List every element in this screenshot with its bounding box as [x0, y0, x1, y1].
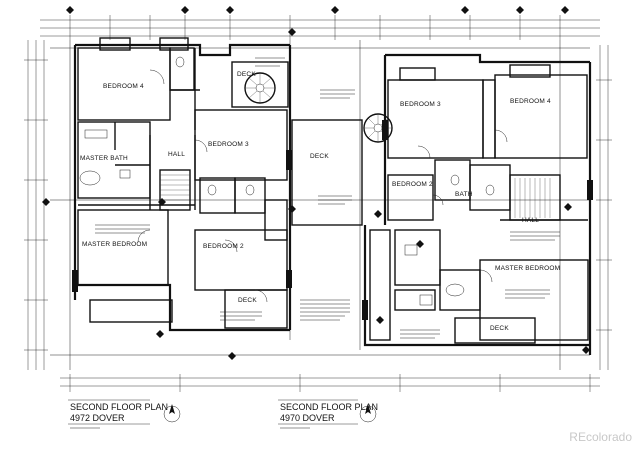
title-block-right: SECOND FLOOR PLAN 4970 DOVER	[278, 399, 378, 429]
grid-markers	[42, 6, 590, 360]
room-label: HALL	[522, 217, 539, 224]
room-label: BEDROOM 3	[208, 141, 249, 148]
room-label: DECK	[310, 153, 329, 160]
plan-title: SECOND FLOOR PLAN	[280, 402, 378, 412]
left-unit-walls	[72, 37, 292, 332]
room-label: DECK	[237, 71, 256, 78]
left-unit-labels: BEDROOM 4 BEDROOM 3 MASTER BATH HALL DEC…	[80, 71, 257, 304]
room-label: DECK	[238, 297, 257, 304]
room-label: BATH	[455, 191, 473, 198]
center-deck	[291, 119, 363, 226]
room-label: BEDROOM 2	[203, 243, 244, 250]
room-label: HALL	[168, 151, 185, 158]
room-label: BEDROOM 3	[400, 101, 441, 108]
room-label: MASTER BATH	[80, 155, 128, 162]
room-label: MASTER BEDROOM	[495, 265, 560, 272]
room-label: BEDROOM 4	[103, 83, 144, 90]
plan-subtitle: 4972 DOVER	[70, 413, 125, 423]
room-label: DECK	[490, 325, 509, 332]
right-unit-labels: BEDROOM 3 BEDROOM 4 DECK BATH BEDROOM 2 …	[310, 98, 560, 332]
right-unit-walls	[362, 53, 593, 355]
watermark: REcolorado	[569, 430, 632, 444]
plan-subtitle: 4970 DOVER	[280, 413, 335, 423]
title-block-left: SECOND FLOOR PLAN 4972 DOVER	[68, 399, 181, 429]
room-label: BEDROOM 4	[510, 98, 551, 105]
room-label: BEDROOM 2	[392, 181, 433, 188]
room-label: MASTER BEDROOM	[82, 241, 147, 248]
annotation-notes	[95, 57, 560, 339]
plan-title: SECOND FLOOR PLAN	[70, 402, 168, 412]
dimension-lines	[24, 15, 612, 392]
